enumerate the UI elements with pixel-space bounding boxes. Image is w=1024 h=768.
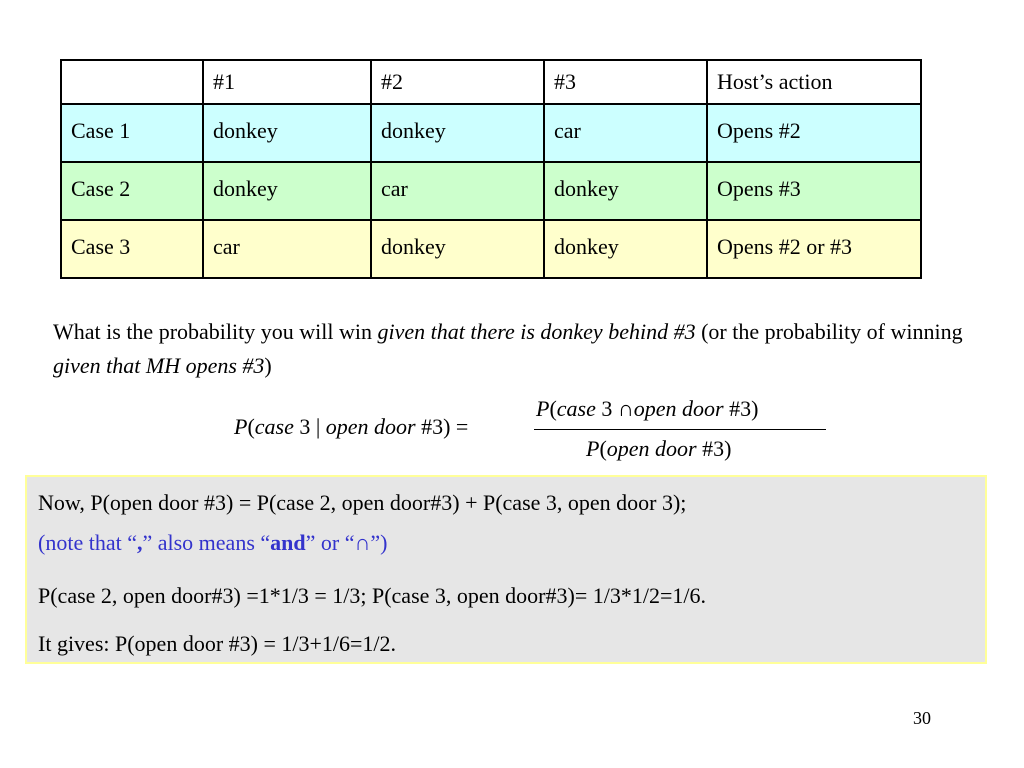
table-cell: donkey <box>543 219 708 279</box>
formula-symbol: open door <box>633 396 724 421</box>
table-cell: Case 3 <box>60 219 204 279</box>
formula-denominator: P(open door #3) <box>586 436 731 462</box>
table-cell: Opens #2 <box>706 103 922 163</box>
note-part: ” also means “ <box>142 530 271 555</box>
monty-hall-table: #1 #2 #3 Host’s action Case 1 donkey don… <box>60 59 922 279</box>
formula-symbol: open door <box>325 414 416 439</box>
question-condition-1: given that there is donkey behind #3 <box>377 319 696 344</box>
bayes-formula: P(case 3 | open door #3) = P(case 3 ∩ope… <box>234 396 834 468</box>
formula-lhs: P(case 3 | open door #3) = <box>234 414 468 440</box>
formula-symbol: ( <box>599 436 607 461</box>
formula-symbol: ( <box>247 414 255 439</box>
formula-symbol: open door <box>606 436 697 461</box>
table-row-case-3: Case 3 car donkey donkey Opens #2 or #3 <box>60 219 922 279</box>
header-cell-door-2: #2 <box>370 59 545 105</box>
formula-symbol: 3 | <box>293 414 326 439</box>
table-header-row: #1 #2 #3 Host’s action <box>60 59 922 105</box>
table-cell: Case 1 <box>60 103 204 163</box>
table-cell: Opens #3 <box>706 161 922 221</box>
formula-symbol: #3) <box>696 436 732 461</box>
header-cell-door-3: #3 <box>543 59 708 105</box>
table-cell: car <box>543 103 708 163</box>
note-comma: , <box>136 530 143 555</box>
formula-symbol: P <box>234 414 248 439</box>
question-text: What is the probability you will win giv… <box>53 315 993 383</box>
note-and: and <box>270 530 306 555</box>
table-cell: donkey <box>370 103 545 163</box>
formula-symbol: #3) <box>723 396 759 421</box>
formula-symbol: #3) = <box>415 414 469 439</box>
header-cell <box>60 59 204 105</box>
formula-numerator: P(case 3 ∩open door #3) <box>536 396 758 422</box>
solution-line-1: Now, P(open door #3) = P(case 2, open do… <box>38 490 687 515</box>
table-cell: Case 2 <box>60 161 204 221</box>
table-row-case-2: Case 2 donkey car donkey Opens #3 <box>60 161 922 221</box>
formula-symbol: P <box>536 396 550 421</box>
solution-note: (note that “,” also means “and” or “∩”) <box>38 530 387 556</box>
table-cell: car <box>370 161 545 221</box>
page-number: 30 <box>913 708 931 728</box>
table-cell: Opens #2 or #3 <box>706 219 922 279</box>
question-condition-2: given that MH opens #3 <box>53 353 265 378</box>
note-part: (note that “ <box>38 530 137 555</box>
question-part: ) <box>264 353 272 378</box>
formula-symbol: ( <box>549 396 557 421</box>
formula-symbol: case <box>556 396 596 421</box>
solution-box: Now, P(open door #3) = P(case 2, open do… <box>25 475 987 664</box>
header-cell-host-action: Host’s action <box>706 59 922 105</box>
table-cell: donkey <box>202 103 372 163</box>
header-cell-door-1: #1 <box>202 59 372 105</box>
fraction-bar <box>534 429 826 430</box>
table-cell: car <box>202 219 372 279</box>
formula-symbol: 3 ∩ <box>595 396 634 421</box>
solution-line-3: P(case 2, open door#3) =1*1/3 = 1/3; P(c… <box>38 583 706 608</box>
question-part: What is the probability you will win <box>53 319 378 344</box>
table-cell: donkey <box>370 219 545 279</box>
table-cell: donkey <box>543 161 708 221</box>
solution-line-4: It gives: P(open door #3) = 1/3+1/6=1/2. <box>38 631 397 656</box>
note-part: ” or “∩”) <box>305 530 388 555</box>
table-cell: donkey <box>202 161 372 221</box>
formula-symbol: P <box>586 436 600 461</box>
table-row-case-1: Case 1 donkey donkey car Opens #2 <box>60 103 922 163</box>
question-part: (or the probability of winning <box>695 319 963 344</box>
formula-symbol: case <box>254 414 294 439</box>
